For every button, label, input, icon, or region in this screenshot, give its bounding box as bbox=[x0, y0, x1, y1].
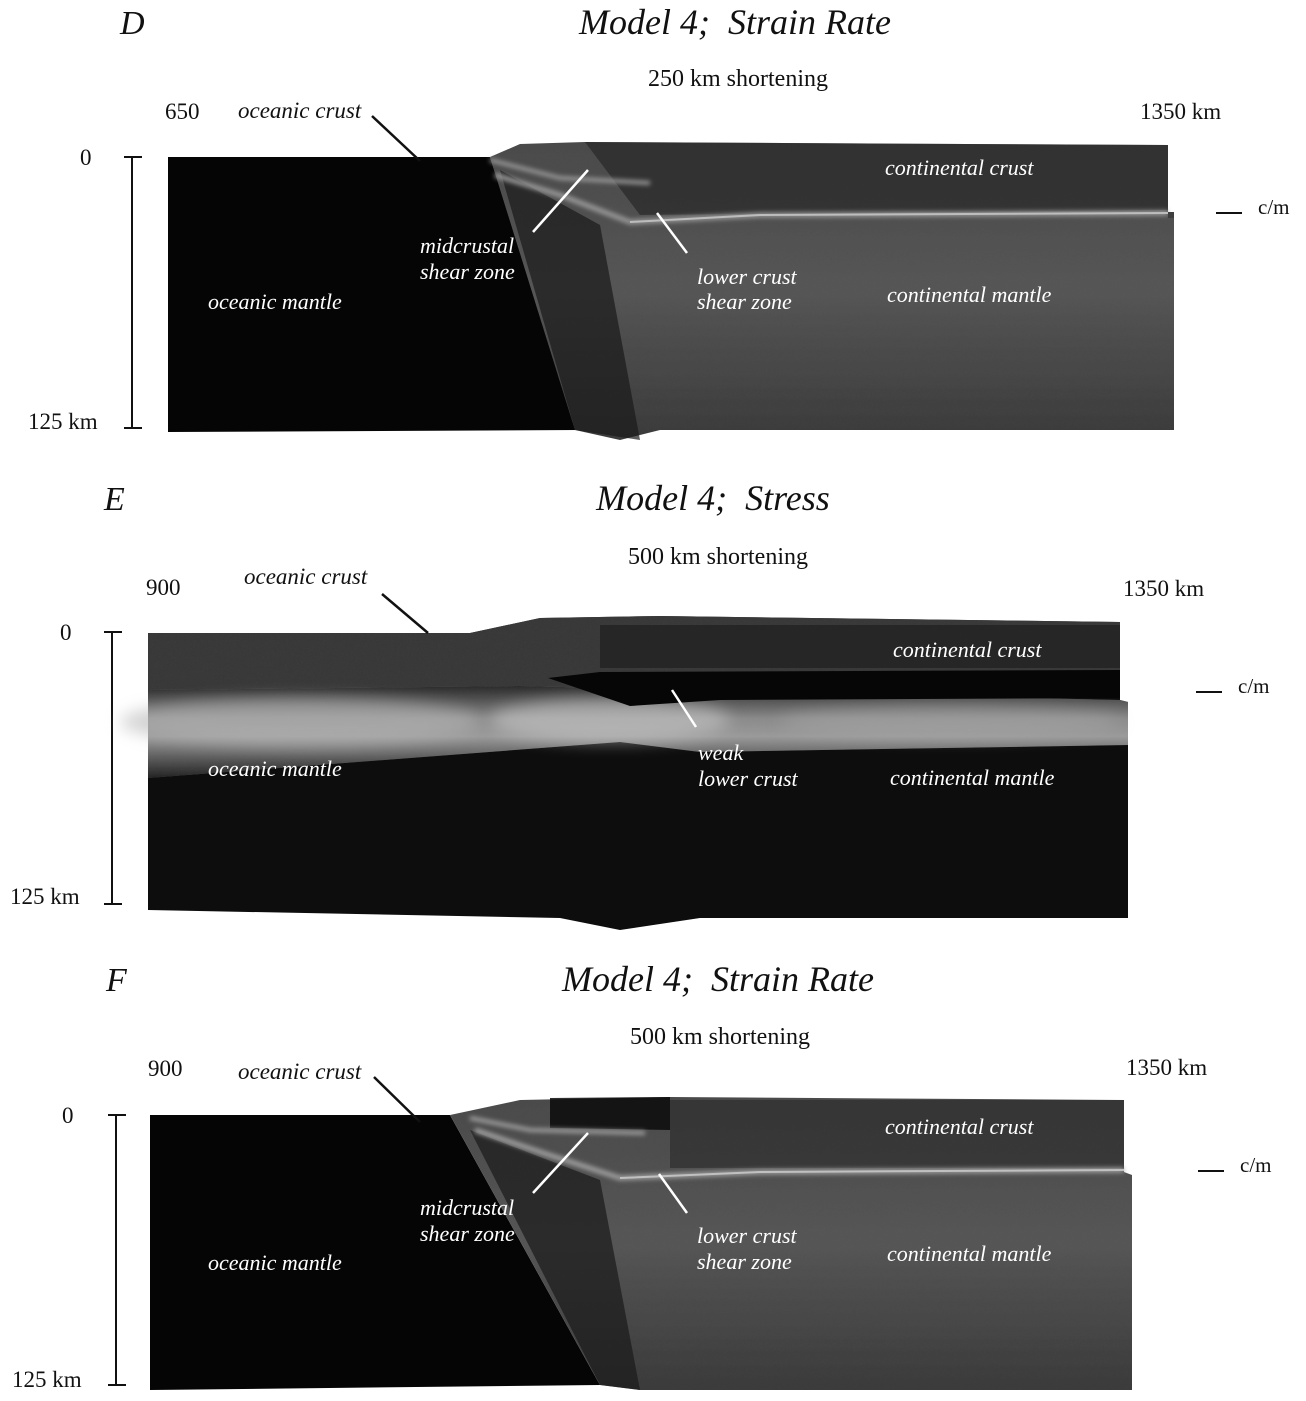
panel-d-continental-mantle-label: continental mantle bbox=[887, 282, 1052, 307]
panel-e-depth-bottom: 125 km bbox=[10, 884, 80, 909]
panel-d-continental-crust-label: continental crust bbox=[885, 155, 1034, 180]
panel-f-subtitle: 500 km shortening bbox=[630, 1024, 810, 1050]
panel-d-oceanic-mantle-label: oceanic mantle bbox=[208, 289, 342, 314]
panel-f-letter: F bbox=[105, 962, 128, 999]
panel-e-oceanic-crust-label: oceanic crust bbox=[244, 564, 368, 589]
panel-e-x-right: 1350 km bbox=[1123, 576, 1204, 601]
panel-e-moho-label: c/m bbox=[1238, 674, 1270, 698]
panel-e-continental-crust-label: continental crust bbox=[893, 637, 1042, 662]
panel-f-lower-crust-label-2: shear zone bbox=[697, 1249, 792, 1274]
panel-f-oceanic-mantle-label: oceanic mantle bbox=[208, 1250, 342, 1275]
panel-e-depth-top: 0 bbox=[60, 620, 72, 645]
panel-d-depth-scale: 0 125 km bbox=[28, 145, 142, 434]
panel-f: F Model 4; Strain Rate 500 km shortening… bbox=[12, 959, 1272, 1392]
panel-d-midcrustal-label-1: midcrustal bbox=[420, 233, 514, 258]
panel-e: E Model 4; Stress 500 km shortening 900 … bbox=[10, 478, 1270, 930]
panel-e-subtitle: 500 km shortening bbox=[628, 544, 808, 570]
panel-d-midcrustal-label-2: shear zone bbox=[420, 259, 515, 284]
panel-f-x-right: 1350 km bbox=[1126, 1055, 1207, 1080]
panel-d-depth-bottom: 125 km bbox=[28, 409, 98, 434]
panel-f-depth-scale: 0 125 km bbox=[12, 1103, 126, 1392]
panel-f-midcrustal-label-1: midcrustal bbox=[420, 1195, 514, 1220]
panel-f-title: Model 4; Strain Rate bbox=[561, 959, 874, 999]
panel-d-letter: D bbox=[119, 5, 145, 42]
panel-f-oceanic-crust-label: oceanic crust bbox=[238, 1059, 362, 1084]
panel-e-oceanic-mantle-label: oceanic mantle bbox=[208, 756, 342, 781]
panel-e-title: Model 4; Stress bbox=[595, 478, 830, 518]
panel-f-lower-crust-label-1: lower crust bbox=[697, 1223, 798, 1248]
panel-d-subtitle: 250 km shortening bbox=[648, 66, 828, 92]
panel-d-depth-top: 0 bbox=[80, 145, 92, 170]
panel-e-letter: E bbox=[103, 481, 125, 518]
panel-f-depth-top: 0 bbox=[62, 1103, 74, 1128]
panel-d-oceanic-crust-label: oceanic crust bbox=[238, 98, 362, 123]
panel-f-x-left: 900 bbox=[148, 1056, 183, 1081]
panel-d-moho-marker: c/m bbox=[1216, 195, 1290, 219]
panel-e-weak-label-1: weak bbox=[698, 740, 744, 765]
panel-d-lower-crust-label-2: shear zone bbox=[697, 289, 792, 314]
panel-e-depth-scale: 0 125 km bbox=[10, 620, 122, 909]
panel-e-weak-label-2: lower crust bbox=[698, 766, 799, 791]
panel-f-depth-bottom: 125 km bbox=[12, 1367, 82, 1392]
panel-d-lower-crust-label-1: lower crust bbox=[697, 264, 798, 289]
panel-d-x-left: 650 bbox=[165, 99, 200, 124]
panel-f-midcrustal-label-2: shear zone bbox=[420, 1221, 515, 1246]
panel-d-title: Model 4; Strain Rate bbox=[578, 2, 891, 42]
panel-e-continental-mantle-label: continental mantle bbox=[890, 765, 1055, 790]
panel-f-moho-marker: c/m bbox=[1198, 1153, 1272, 1177]
panel-d-x-right: 1350 km bbox=[1140, 99, 1221, 124]
panel-f-continental-crust-label: continental crust bbox=[885, 1114, 1034, 1139]
panel-d-moho-label: c/m bbox=[1258, 195, 1290, 219]
panel-f-continental-mantle-label: continental mantle bbox=[887, 1241, 1052, 1266]
panel-f-moho-label: c/m bbox=[1240, 1153, 1272, 1177]
panel-e-x-left: 900 bbox=[146, 575, 181, 600]
panel-e-moho-marker: c/m bbox=[1196, 674, 1270, 698]
panel-d: D Model 4; Strain Rate 250 km shortening… bbox=[28, 2, 1290, 440]
